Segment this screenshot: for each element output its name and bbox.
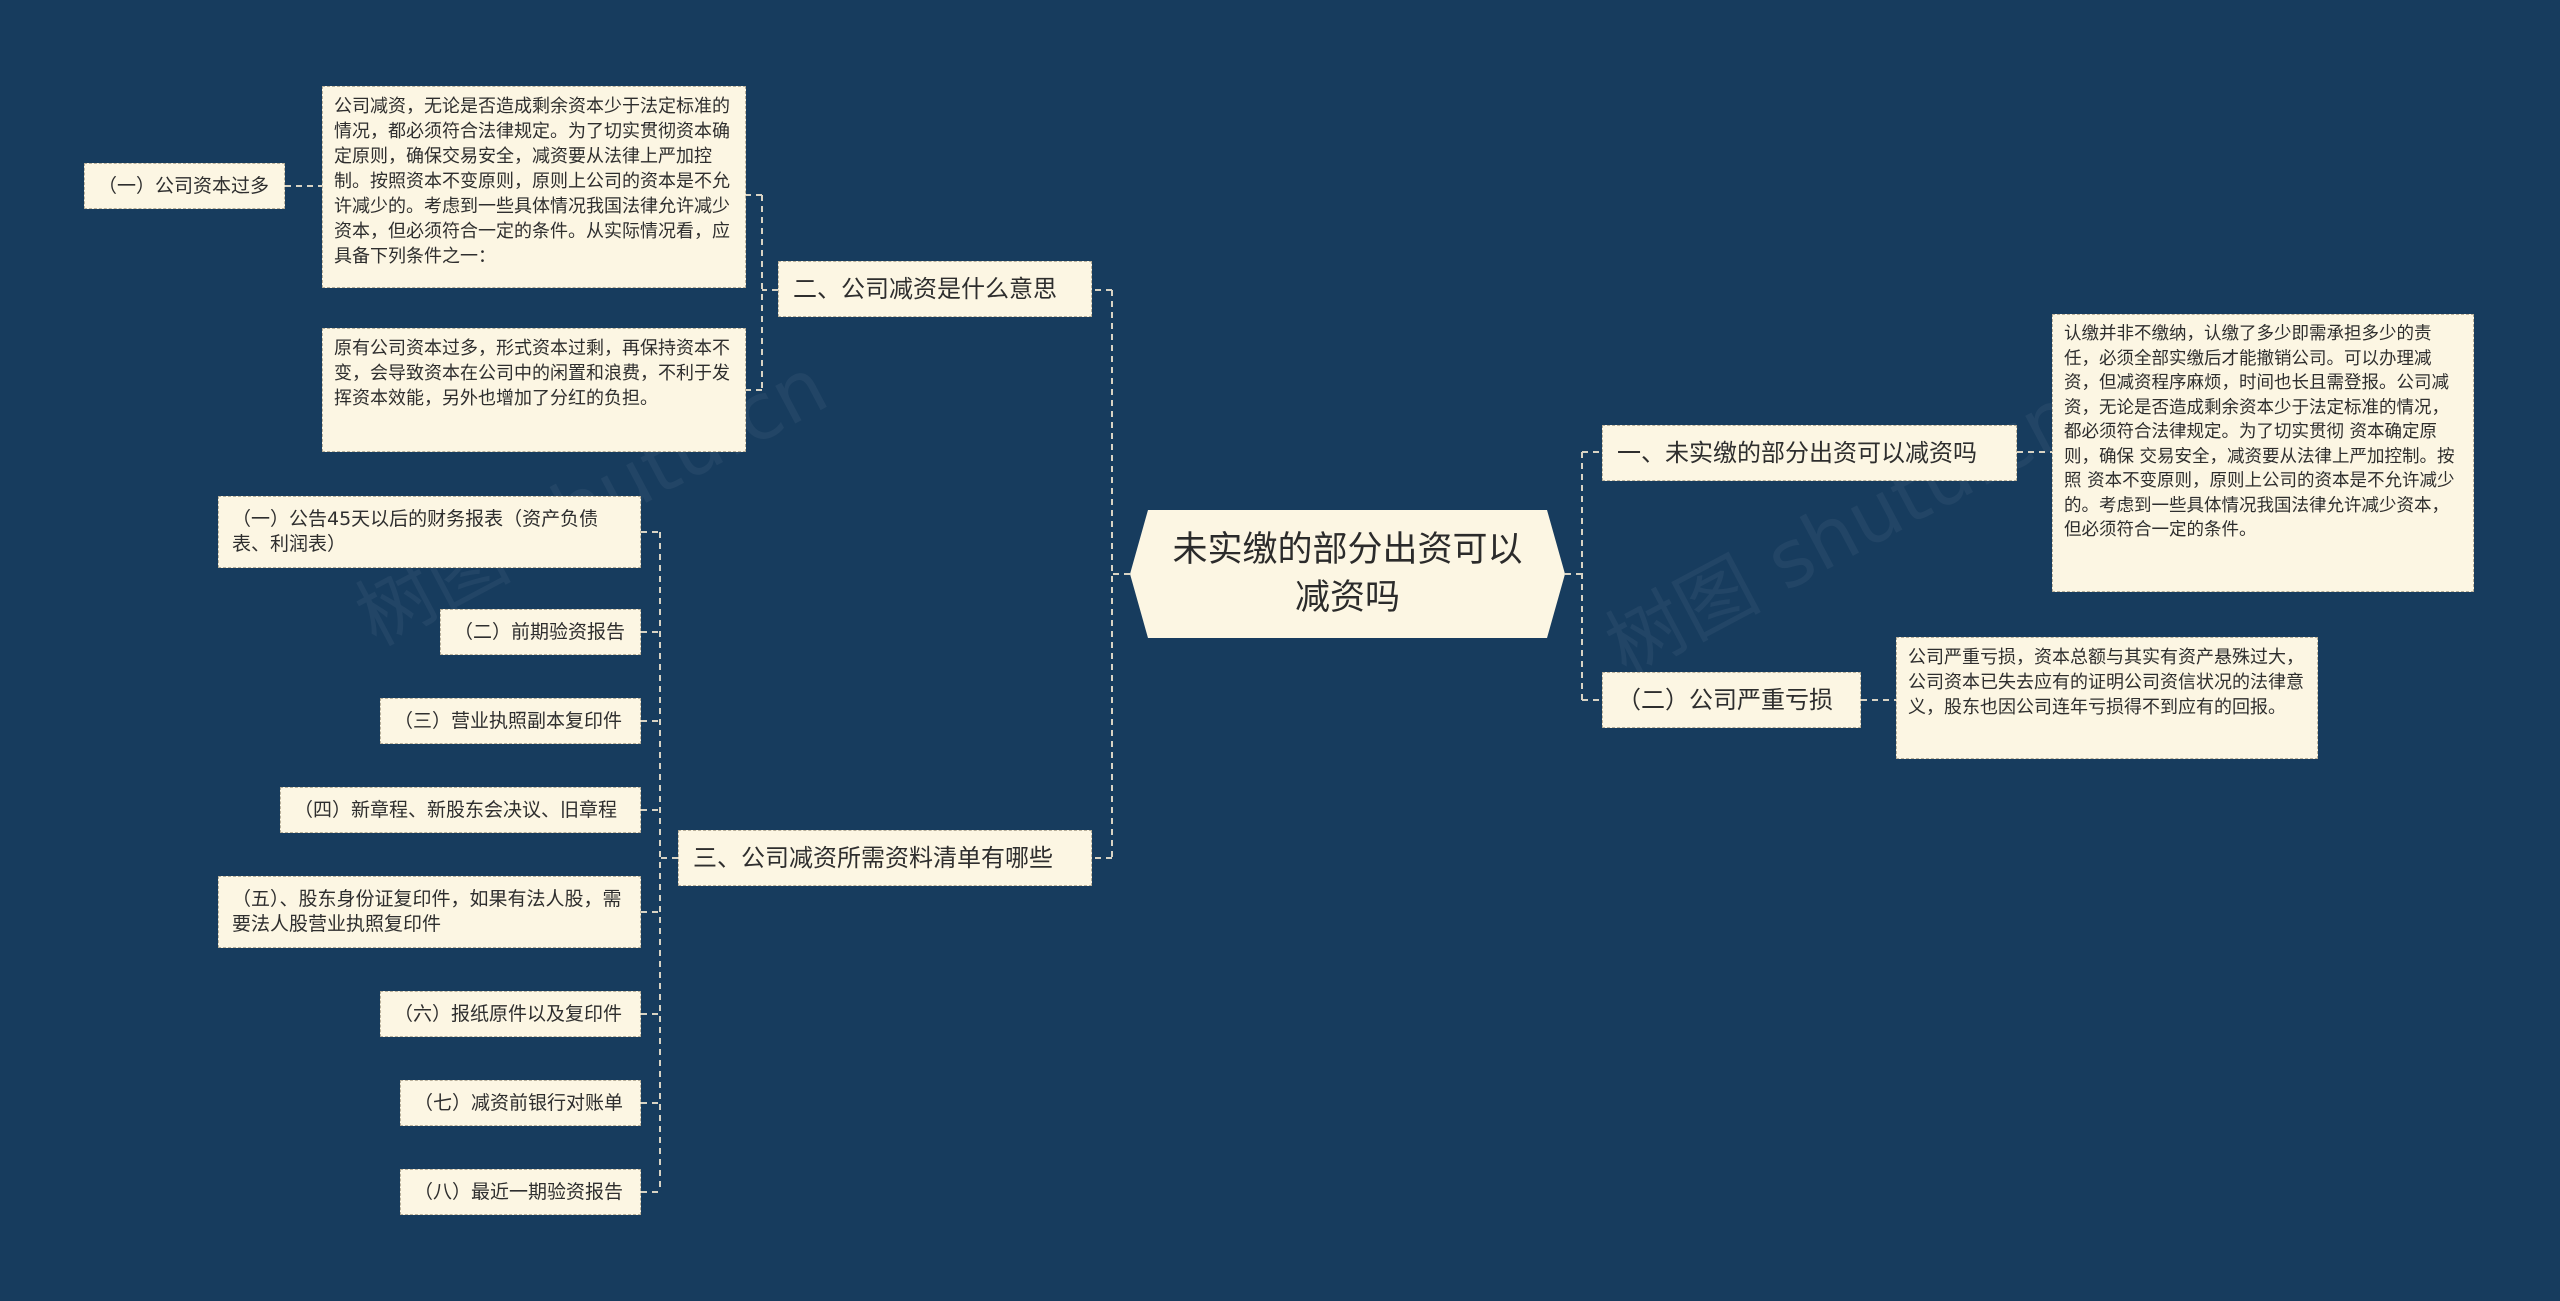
sub-label: （一）公司资本过多: [98, 174, 270, 197]
doc-item-label: （三）营业执照副本复印件: [394, 709, 623, 732]
branch-label: （二）公司严重亏损: [1617, 686, 1833, 714]
detail-text: 公司减资，无论是否造成剩余资本少于法定标准的情况，都必须符合法律规定。为了切实贯…: [334, 96, 730, 267]
detail-text: 原有公司资本过多，形式资本过剩，再保持资本不变，会导致资本在公司中的闲置和浪费，…: [334, 338, 730, 409]
branch-node-unpaid-capital[interactable]: 一、未实缴的部分出资可以减资吗: [1602, 425, 2017, 481]
branch-node-serious-loss[interactable]: （二）公司严重亏损: [1602, 672, 1861, 728]
branch-node-capital-reduction-meaning[interactable]: 二、公司减资是什么意思: [778, 261, 1092, 317]
detail-unpaid-capital: 认缴并非不缴纳，认缴了多少即需承担多少的责任，必须全部实缴后才能撤销公司。可以办…: [2052, 314, 2474, 592]
doc-item-business-license[interactable]: （三）营业执照副本复印件: [380, 698, 641, 744]
doc-item-label: （五）、股东身份证复印件，如果有法人股，需要法人股营业执照复印件: [232, 888, 622, 935]
doc-item-shareholder-id[interactable]: （五）、股东身份证复印件，如果有法人股，需要法人股营业执照复印件: [218, 876, 641, 948]
doc-item-newspaper[interactable]: （六）报纸原件以及复印件: [380, 991, 641, 1037]
doc-item-label: （二）前期验资报告: [454, 620, 626, 643]
detail-capital-reduction-meaning: 公司减资，无论是否造成剩余资本少于法定标准的情况，都必须符合法律规定。为了切实贯…: [322, 86, 746, 288]
doc-item-latest-audit[interactable]: （八）最近一期验资报告: [400, 1169, 641, 1215]
detail-excess-capital: 原有公司资本过多，形式资本过剩，再保持资本不变，会导致资本在公司中的闲置和浪费，…: [322, 328, 746, 452]
link-b4-items: [641, 531, 678, 1193]
link-root-left: [1092, 289, 1130, 859]
detail-serious-loss: 公司严重亏损，资本总额与其实有资产悬殊过大，公司资本已失去应有的证明公司资信状况…: [1896, 637, 2318, 759]
root-node[interactable]: 未实缴的部分出资可以减资吗: [1130, 510, 1565, 638]
doc-item-label: （七）减资前银行对账单: [414, 1091, 624, 1114]
branch-label: 二、公司减资是什么意思: [793, 275, 1057, 303]
sub-node-excess-capital[interactable]: （一）公司资本过多: [84, 163, 285, 209]
doc-item-prior-audit[interactable]: （二）前期验资报告: [440, 609, 641, 655]
branch-label: 一、未实缴的部分出资可以减资吗: [1617, 439, 1977, 467]
branch-label: 三、公司减资所需资料清单有哪些: [693, 844, 1053, 872]
link-root-right: [1565, 451, 1602, 701]
doc-item-financial-statements[interactable]: （一）公告45天以后的财务报表（资产负债表、利润表）: [218, 496, 641, 568]
doc-item-articles-resolutions[interactable]: （四）新章程、新股东会决议、旧章程: [280, 787, 641, 833]
detail-text: 认缴并非不缴纳，认缴了多少即需承担多少的责任，必须全部实缴后才能撤销公司。可以办…: [2064, 324, 2455, 540]
doc-item-label: （一）公告45天以后的财务报表（资产负债表、利润表）: [232, 508, 599, 555]
detail-text: 公司严重亏损，资本总额与其实有资产悬殊过大，公司资本已失去应有的证明公司资信状况…: [1908, 647, 2304, 718]
doc-item-bank-statement[interactable]: （七）减资前银行对账单: [400, 1080, 641, 1126]
doc-item-label: （四）新章程、新股东会决议、旧章程: [294, 798, 618, 821]
link-b3-children: [746, 194, 778, 391]
branch-node-required-documents[interactable]: 三、公司减资所需资料清单有哪些: [678, 830, 1092, 886]
root-label: 未实缴的部分出资可以减资吗: [1172, 530, 1523, 618]
doc-item-label: （六）报纸原件以及复印件: [394, 1002, 623, 1025]
doc-item-label: （八）最近一期验资报告: [414, 1180, 624, 1203]
